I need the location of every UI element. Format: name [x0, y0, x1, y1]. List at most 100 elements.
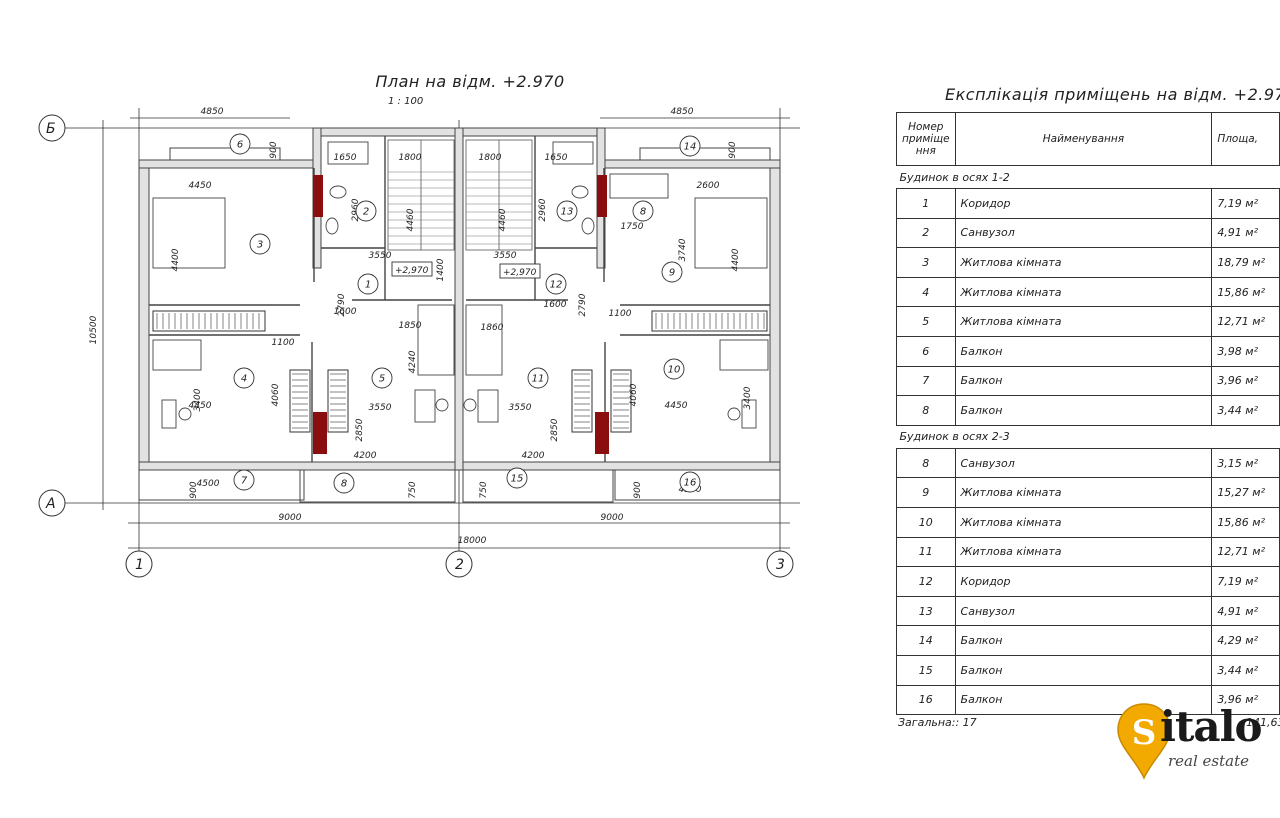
- room-area-cell: 15,27 м²: [1211, 477, 1280, 508]
- dimension-top_left: 4850: [201, 107, 224, 117]
- room-area-cell: 12,71 м²: [1211, 306, 1280, 337]
- axis-1-label: 1: [135, 557, 144, 573]
- dimension-d900d: 900: [633, 481, 643, 498]
- room-number: 11: [532, 374, 545, 385]
- logo-brand: italo: [1160, 702, 1263, 751]
- section-label: Будинок в осях 2-3: [899, 430, 1010, 444]
- room-area-cell: 7,19 м²: [1211, 188, 1280, 219]
- dimension-d2600: 2600: [697, 181, 720, 191]
- dimension-total: 18000: [458, 536, 487, 546]
- room-number: 5: [379, 374, 385, 385]
- room-area-cell: 3,98 м²: [1211, 335, 1280, 367]
- room-name-cell: Житлова кімната: [954, 536, 1213, 568]
- dimension-d750a: 750: [408, 481, 418, 498]
- dimension-d1600b: 1600: [544, 300, 567, 310]
- room-area-cell: 4,29 м²: [1211, 625, 1280, 656]
- dimension-d1850: 1850: [399, 321, 422, 331]
- room-marker: [663, 358, 685, 380]
- room-number: 10: [668, 365, 681, 376]
- room-number-cell: 8: [896, 447, 956, 479]
- dimension-bottom_left: 9000: [279, 513, 302, 523]
- room-number-cell: 15: [896, 654, 956, 686]
- room-number-cell: 16: [896, 684, 956, 716]
- dimension-d1650a: 1650: [334, 153, 357, 163]
- room-number: 1: [365, 280, 371, 291]
- axis-2-label: 2: [455, 557, 464, 573]
- room-area-cell: 15,86 м²: [1211, 506, 1280, 538]
- room-name-cell: Санвузол: [954, 595, 1213, 627]
- room-area-cell: 7,19 м²: [1211, 566, 1280, 597]
- room-marker: [355, 200, 377, 222]
- dimension-d1100b: 1100: [609, 309, 632, 319]
- room-name-cell: Санвузол: [954, 447, 1213, 479]
- plan-title: План на відм. +2.970: [375, 72, 565, 91]
- plan-scale: 1 : 100: [388, 96, 424, 107]
- dimension-d750b: 750: [479, 481, 489, 498]
- logo-tagline: real estate: [1168, 752, 1250, 770]
- room-marker: [357, 273, 379, 295]
- dimension-d3400a: 3400: [193, 388, 203, 411]
- level-mark-right: +2,970: [503, 268, 537, 278]
- dimension-bottom_right: 9000: [601, 513, 624, 523]
- room-area-cell: 4,91 м²: [1211, 595, 1280, 627]
- sitalo-logo-pin-icon: S: [1117, 703, 1171, 780]
- dimension-d4200b: 4200: [522, 451, 545, 461]
- dimension-d4060a: 4060: [271, 383, 281, 406]
- room-name-cell: Балкон: [954, 365, 1213, 397]
- room-marker: [233, 367, 255, 389]
- room-name-cell: Санвузол: [954, 217, 1213, 249]
- total-label: Загальна:: 17: [898, 716, 977, 729]
- dimension-d1400: 1400: [436, 258, 446, 281]
- room-marker: [371, 367, 393, 389]
- dimension-d3550a: 3550: [369, 251, 392, 261]
- section-row: Будинок в осях 2-3: [897, 425, 1280, 448]
- room-marker: [527, 367, 549, 389]
- dimension-d1600a: 1600: [334, 307, 357, 317]
- room-marker: [661, 261, 683, 283]
- section-row: Будинок в осях 1-2: [897, 166, 1280, 189]
- explication-table: Номер приміще ння Найменування Площа, Бу…: [896, 112, 1280, 716]
- header-name: Найменування: [954, 112, 1213, 166]
- axis-a-label: А: [45, 496, 56, 512]
- room-number-cell: 8: [896, 395, 956, 426]
- header-area: Площа,: [1211, 112, 1280, 166]
- room-number: 14: [684, 142, 697, 153]
- room-marker: [249, 233, 271, 255]
- dimension-d2790a: 2790: [337, 293, 347, 316]
- room-area-cell: 3,44 м²: [1211, 654, 1280, 686]
- room-name-cell: Балкон: [954, 684, 1213, 716]
- room-area-cell: 3,96 м²: [1211, 684, 1280, 716]
- dimension-d4060b: 4060: [629, 383, 639, 406]
- room-number: 8: [640, 207, 646, 218]
- room-number-cell: 14: [896, 625, 956, 656]
- room-number-cell: 11: [896, 536, 956, 568]
- room-area-cell: 4,91 м²: [1211, 217, 1280, 249]
- explication-title: Експлікація приміщень на відм. +2.970: [945, 85, 1280, 104]
- room-number-cell: 2: [896, 217, 956, 249]
- dimension-d900a: 900: [269, 141, 279, 158]
- room-marker: [545, 273, 567, 295]
- room-area-cell: 3,44 м²: [1211, 395, 1280, 426]
- dimension-d4460a: 4460: [406, 208, 416, 231]
- room-number: 6: [237, 140, 243, 151]
- room-number-cell: 6: [896, 335, 956, 367]
- dimension-d2960b: 2960: [538, 198, 548, 221]
- room-area-cell: 15,86 м²: [1211, 276, 1280, 308]
- room-marker: [229, 133, 251, 155]
- room-number-cell: 1: [896, 188, 956, 219]
- room-marker: [556, 200, 578, 222]
- dimension-d1100a: 1100: [272, 338, 295, 348]
- room-number-cell: 7: [896, 365, 956, 397]
- dimension-d4450a: 4450: [189, 181, 212, 191]
- dimension-d3550b: 3550: [494, 251, 517, 261]
- room-number-cell: 4: [896, 276, 956, 308]
